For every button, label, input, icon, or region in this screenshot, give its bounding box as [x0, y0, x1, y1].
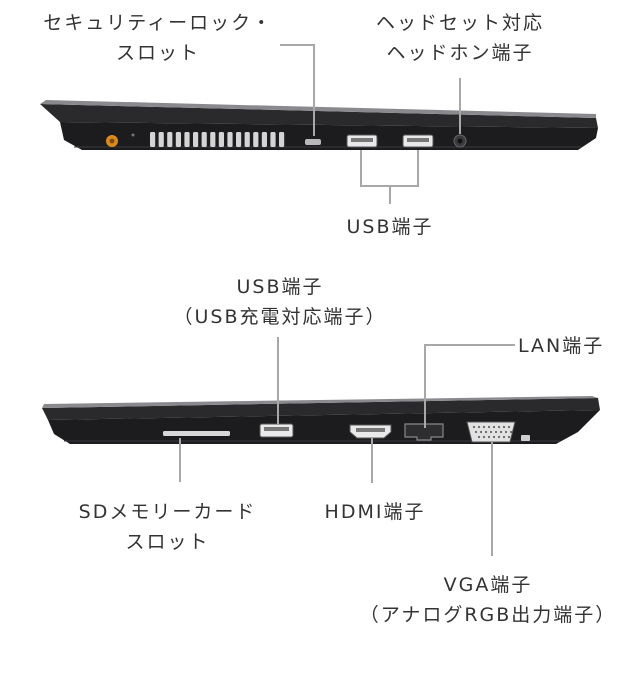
vga-pin — [507, 435, 511, 439]
vent-slot — [210, 132, 216, 147]
vga-pin — [487, 435, 491, 439]
usb-charge-port-label: USB端子 （USB充電対応端子） — [130, 272, 430, 332]
vga-pin — [502, 425, 506, 429]
vga-pin — [489, 430, 493, 434]
vga-port-label-line1: VGA端子 — [443, 574, 533, 596]
headset-jack-label-line1: ヘッドセット対応 — [375, 12, 544, 34]
usb-port-label: USB端子 — [346, 216, 434, 238]
vga-pin — [474, 430, 478, 434]
vga-pin — [497, 435, 501, 439]
vga-pin — [497, 425, 501, 429]
vga-pin — [479, 430, 483, 434]
lan-port — [404, 423, 444, 441]
security-lock-slot-label-line2: スロット — [115, 42, 200, 64]
bottom-leader-lines — [179, 337, 515, 556]
vga-pin — [509, 430, 513, 434]
vga-pin — [484, 430, 488, 434]
sd-card-slot — [163, 431, 230, 436]
vent-slot — [158, 132, 164, 147]
vent-slot — [167, 132, 173, 147]
sd-card-slot-label-line1: SDメモリーカード — [78, 501, 257, 523]
security-lock-slot-label-line1: セキュリティーロック・ — [43, 12, 273, 34]
headset-jack-label: ヘッドセット対応 ヘッドホン端子 — [360, 8, 560, 68]
security-lock-slot-label: セキュリティーロック・ スロット — [38, 8, 278, 68]
vga-pin — [472, 425, 476, 429]
vent-slot — [201, 132, 207, 147]
vga-port-label-line2: （アナログRGB出力端子） — [359, 604, 617, 626]
vent-slot — [150, 132, 156, 147]
vga-pin — [502, 435, 506, 439]
security-lock-slot — [305, 139, 321, 145]
vent-slot — [253, 132, 259, 147]
vent-slot — [175, 132, 181, 147]
vga-port-label: VGA端子 （アナログRGB出力端子） — [340, 570, 636, 630]
vent-grille — [150, 132, 285, 147]
laptop-left-side-view — [40, 100, 598, 150]
vent-slot — [218, 132, 224, 147]
vga-pin — [482, 425, 486, 429]
vga-pin — [492, 435, 496, 439]
vent-slot — [244, 132, 250, 147]
vent-slot — [227, 132, 233, 147]
hdmi-port-label: HDMI端子 — [324, 501, 426, 523]
small-connector — [521, 435, 530, 441]
vent-slot — [270, 132, 276, 147]
vga-pin — [487, 425, 491, 429]
usb-charge-port-label-line1: USB端子 — [236, 276, 324, 298]
vent-slot — [193, 132, 199, 147]
lan-port-label: LAN端子 — [518, 335, 605, 357]
vent-slot — [236, 132, 242, 147]
headset-jack-label-line2: ヘッドホン端子 — [386, 42, 534, 64]
sd-card-slot-label: SDメモリーカード スロット — [55, 497, 280, 557]
vga-pin — [504, 430, 508, 434]
vga-pin — [507, 425, 511, 429]
top-leader-lines — [280, 44, 461, 204]
sd-card-slot-label-line2: スロット — [125, 531, 210, 553]
vga-pin — [477, 435, 481, 439]
vga-pin — [492, 425, 496, 429]
vent-slot — [184, 132, 190, 147]
usb-charge-port-label-line2: （USB充電対応端子） — [173, 306, 387, 328]
vga-pin — [482, 435, 486, 439]
vga-pin — [477, 425, 481, 429]
vent-slot — [279, 132, 285, 147]
vga-pin — [499, 430, 503, 434]
vent-slot — [261, 132, 267, 147]
laptop-right-side-view — [42, 396, 600, 444]
vga-pin — [494, 430, 498, 434]
